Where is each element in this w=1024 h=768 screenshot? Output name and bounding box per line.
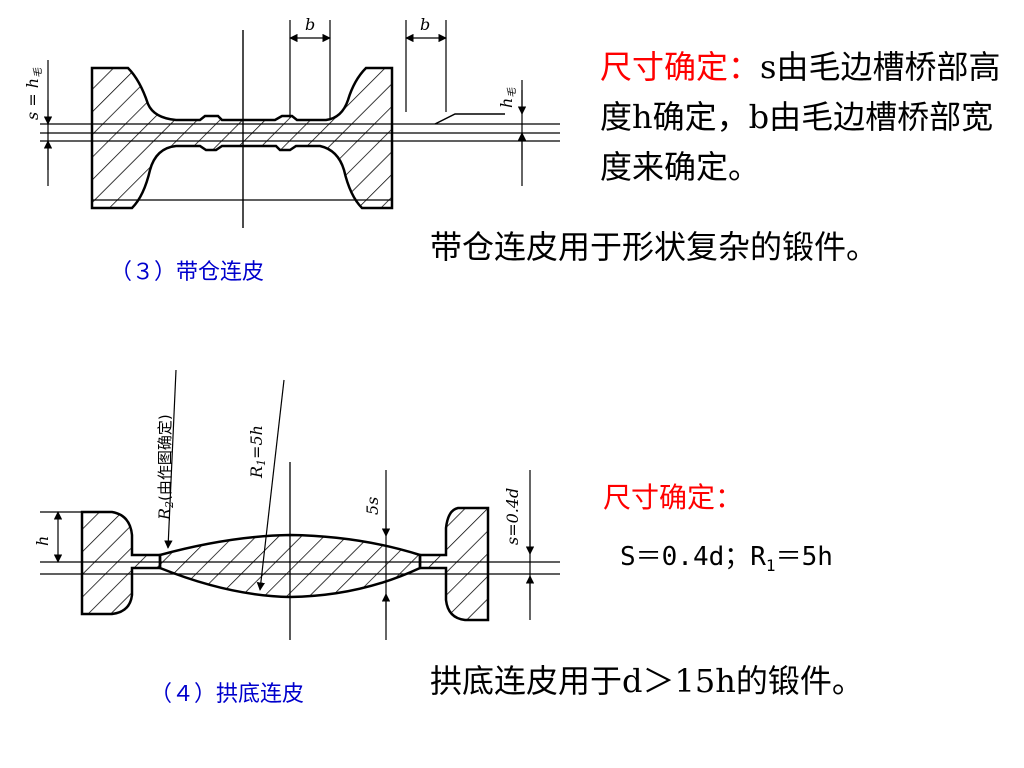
section1-statement: 带仓连皮用于形状复杂的锻件。 [430, 228, 879, 266]
label-h: h毛 [497, 87, 518, 108]
label-h2: h [33, 536, 52, 546]
forging-outline-1 [90, 66, 394, 210]
label-s-04d: s=0.4d [503, 488, 522, 545]
flash-gutter [434, 113, 505, 125]
label-5s: 5s [363, 497, 382, 515]
label-b-right: b [420, 15, 430, 34]
section2-heading: 尺寸确定： [603, 481, 744, 514]
r2-leader [164, 369, 177, 549]
section2-statement: 拱底连皮用于d＞15h的锻件。 [430, 662, 864, 700]
right-boss [418, 506, 490, 622]
section1-description: 尺寸确定：s由毛边槽桥部高度h确定，b由毛边槽桥部宽度来确定。 [600, 42, 1010, 192]
diagram-2: R2(由作图确定) R1=5h 5s s=0.4d h [33, 369, 560, 640]
caption-2: （４）拱底连皮 [150, 682, 305, 707]
label-b-left: b [305, 15, 315, 34]
label-r2: R2(由作图确定) [155, 414, 176, 521]
r1-leader [256, 379, 285, 591]
formula-sub: 1 [765, 556, 776, 576]
section2-formula: S＝0.4d；R1＝5h [620, 536, 833, 575]
diagram-1: b b s = h毛 h毛 [23, 15, 560, 228]
label-s-eq-h: s = h毛 [23, 67, 44, 120]
formula-suffix: ＝5h [775, 542, 833, 572]
caption-1: （３）带仓连皮 [110, 260, 265, 285]
section1-body: s由毛边槽桥部高度h确定，b由毛边槽桥部宽度来确定。 [600, 48, 1001, 186]
left-boss [80, 510, 162, 616]
label-r1: R1=5h [247, 425, 268, 479]
section1-heading: 尺寸确定： [600, 48, 761, 86]
formula-prefix: S＝0.4d；R [620, 542, 766, 572]
